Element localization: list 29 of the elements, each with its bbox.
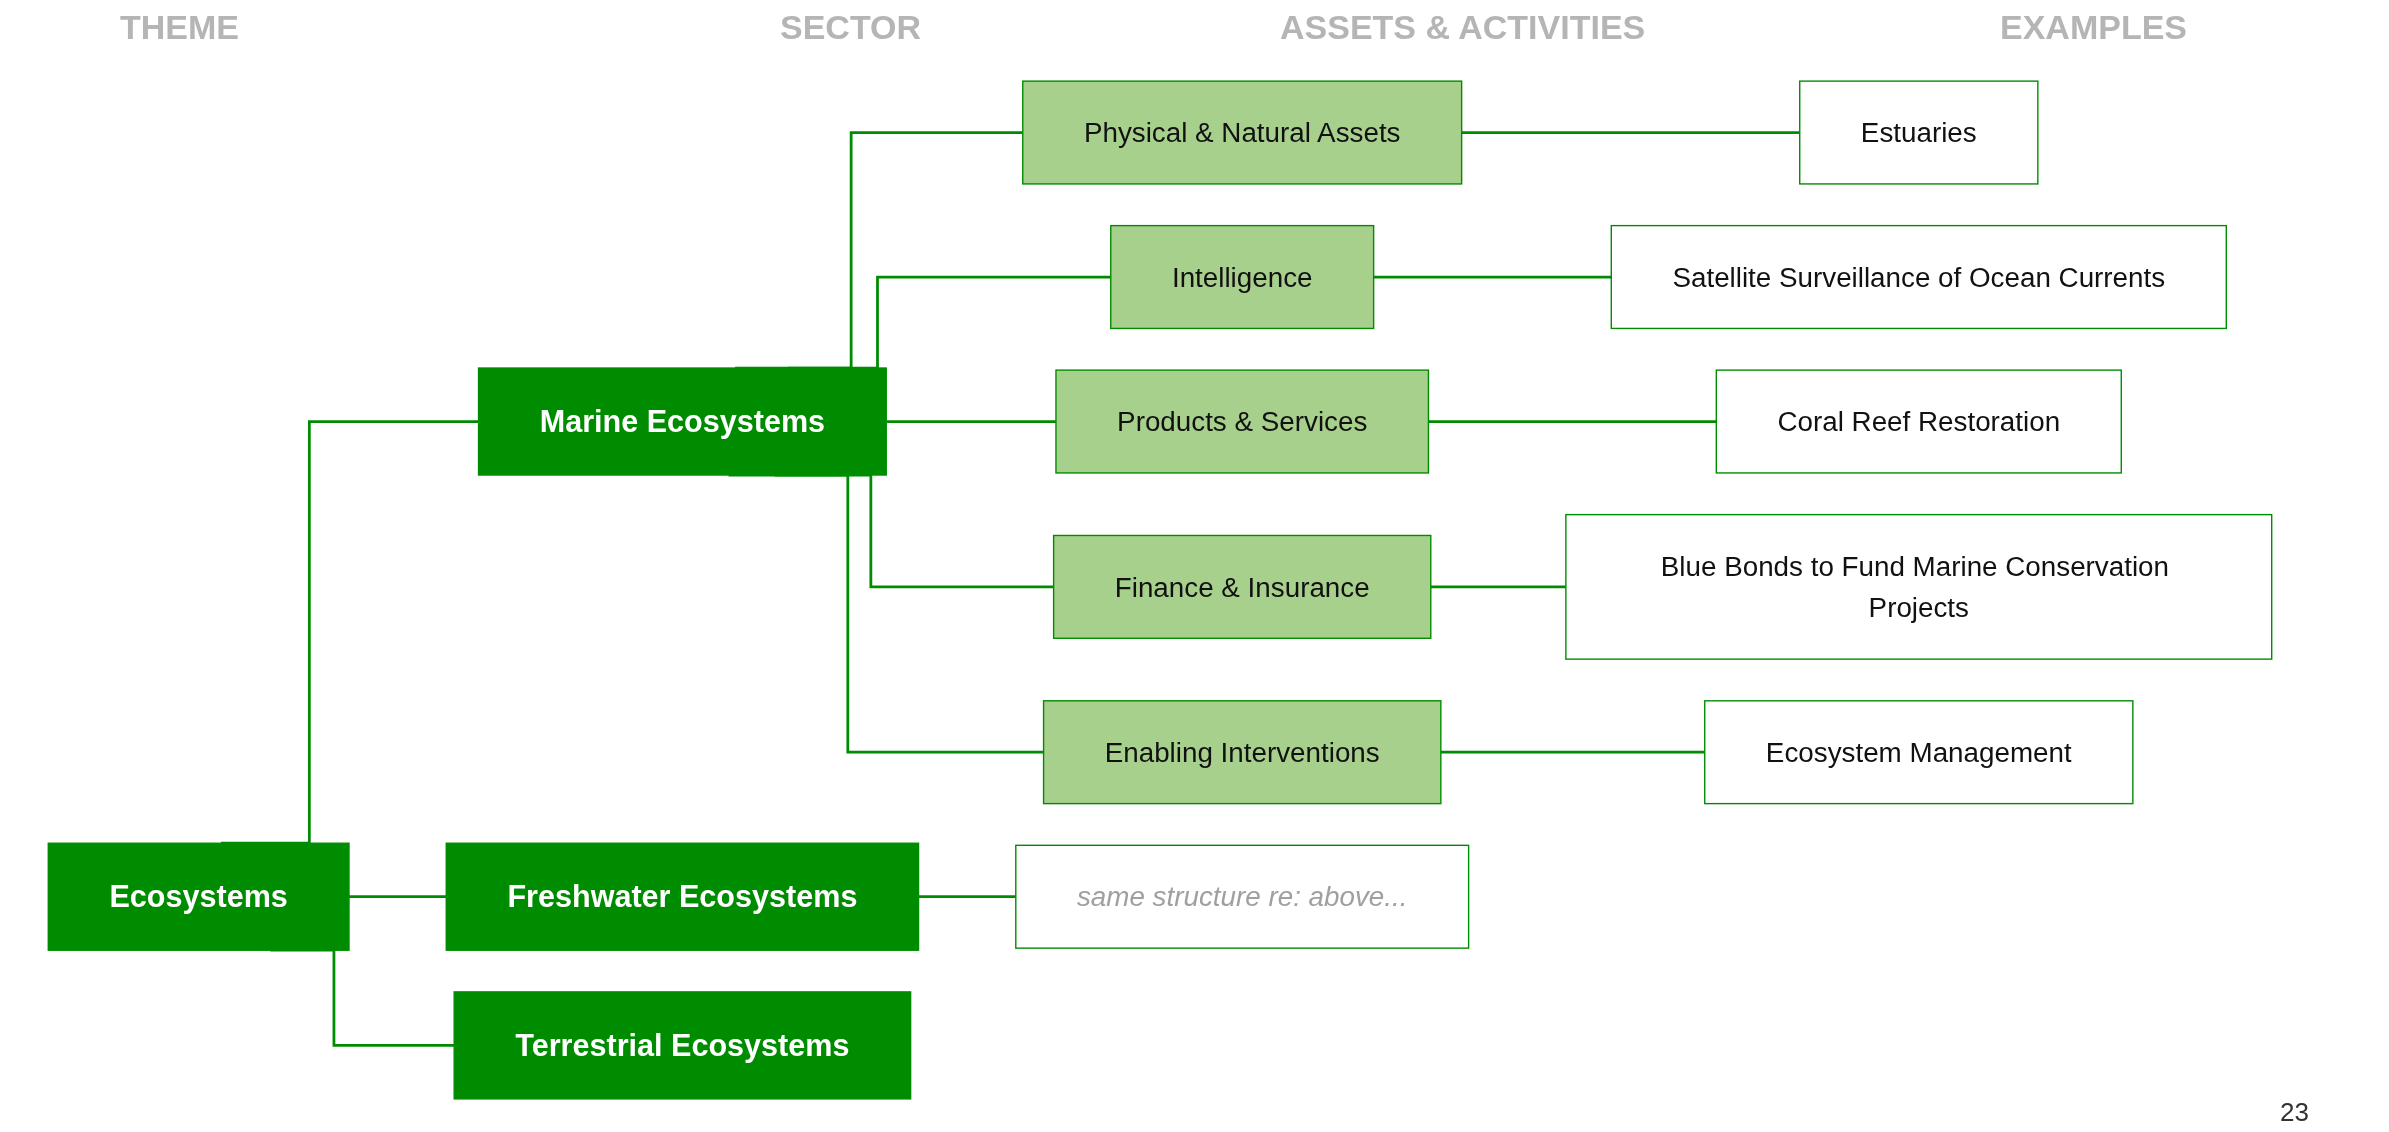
node-box: Coral Reef Restoration <box>1715 369 2122 474</box>
node-box: Ecosystems <box>47 842 350 951</box>
node-box: Ecosystem Management <box>1704 700 2134 805</box>
connector <box>918 895 1016 899</box>
node-box: Intelligence <box>1110 224 1375 330</box>
node-box: Blue Bonds to Fund Marine Conservation Projects <box>1565 513 2273 660</box>
connector <box>886 420 1056 423</box>
node-box: Freshwater Ecosystems <box>445 842 920 951</box>
connector <box>349 895 447 899</box>
node-box: Finance & Insurance <box>1052 534 1432 639</box>
node-box: Terrestrial Ecosystems <box>453 991 912 1100</box>
node-box: Marine Ecosystems <box>477 367 887 476</box>
column-heading: SECTOR <box>780 8 922 47</box>
column-heading: ASSETS & ACTIVITIES <box>1280 8 1646 47</box>
connector <box>1430 585 1566 589</box>
node-box: Products & Services <box>1055 369 1430 474</box>
node-box: Enabling Interventions <box>1042 700 1442 805</box>
connector <box>221 420 479 845</box>
node-box: Physical & Natural Assets <box>1022 80 1463 185</box>
connector <box>1373 275 1612 279</box>
connector <box>1461 131 1800 134</box>
connector <box>1428 420 1717 423</box>
node-box: Estuaries <box>1799 80 2039 185</box>
column-heading: EXAMPLES <box>2000 8 2188 47</box>
connector <box>1440 750 1705 754</box>
node-box: same structure re: above... <box>1015 844 1470 949</box>
node-box: Satellite Surveillance of Ocean Currents <box>1610 224 2227 330</box>
column-heading: THEME <box>120 8 239 47</box>
page-number: 23 <box>2280 1097 2309 1128</box>
